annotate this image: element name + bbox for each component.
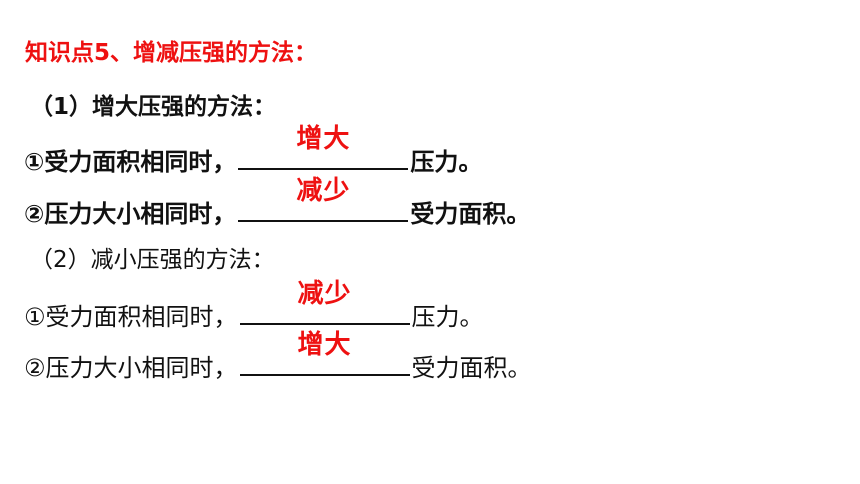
item-prefix: ②压力大小相同时， [24, 200, 237, 228]
item-suffix: 压力。 [410, 148, 483, 176]
answer-blank: 增大 [238, 126, 409, 170]
item-prefix: ②压力大小相同时， [24, 354, 238, 382]
section-1-heading: （1）增大压强的方法： [30, 94, 277, 120]
item-prefix: ①受力面积相同时， [24, 148, 237, 176]
item-prefix: ①受力面积相同时， [24, 303, 238, 331]
section-2-heading: （2）减小压强的方法： [30, 247, 275, 273]
section-1-item-1: ①受力面积相同时， 增大压力。 [24, 126, 483, 176]
answer-blank: 减少 [239, 281, 410, 325]
section-2-item-1: ①受力面积相同时， 减少压力。 [24, 281, 484, 331]
item-suffix: 受力面积。 [411, 354, 532, 382]
section-1-item-2: ②压力大小相同时， 减少受力面积。 [24, 178, 531, 228]
answer-text: 增大 [297, 330, 352, 360]
slide-title: 知识点5、增减压强的方法： [25, 40, 318, 66]
answer-blank: 减少 [238, 178, 409, 222]
answer-text: 减少 [296, 176, 351, 206]
answer-text: 增大 [296, 124, 351, 154]
item-suffix: 受力面积。 [410, 200, 531, 228]
item-suffix: 压力。 [411, 303, 484, 331]
answer-blank: 增大 [239, 332, 410, 376]
answer-text: 减少 [297, 279, 352, 309]
section-2-item-2: ②压力大小相同时， 增大受力面积。 [24, 332, 532, 382]
